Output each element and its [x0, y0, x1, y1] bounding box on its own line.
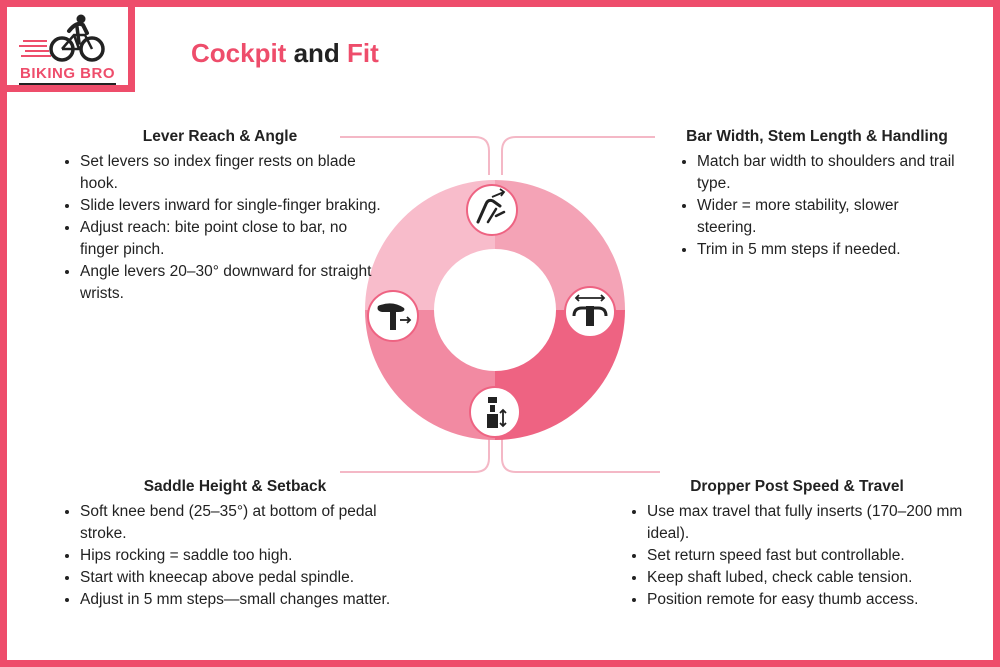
logo-text: BIKING BRO [20, 65, 115, 82]
ring-segment-saddle [365, 310, 495, 440]
logo: BIKING BRO [0, 0, 135, 92]
list-item: Use max travel that fully inserts (170–2… [647, 501, 972, 545]
list-item: Match bar width to shoulders and trail t… [697, 151, 962, 195]
section-bar-width: Bar Width, Stem Length & Handling Match … [672, 127, 962, 261]
section-lever-reach: Lever Reach & Angle Set levers so index … [55, 127, 385, 305]
list-item: Angle levers 20–30° downward for straigh… [80, 261, 385, 305]
bullet-list-saddle: Soft knee bend (25–35°) at bottom of ped… [55, 501, 415, 611]
saddle-setback-icon [367, 290, 419, 342]
logo-underline [19, 83, 116, 85]
bullet-list-dropper: Use max travel that fully inserts (170–2… [622, 501, 972, 611]
list-item: Set levers so index finger rests on blad… [80, 151, 385, 195]
list-item: Set return speed fast but controllable. [647, 545, 972, 567]
list-item: Start with kneecap above pedal spindle. [80, 567, 415, 589]
list-item: Adjust reach: bite point close to bar, n… [80, 217, 385, 261]
connector-bar [501, 136, 655, 175]
title-accent-fit: Fit [347, 38, 379, 68]
list-item: Trim in 5 mm steps if needed. [697, 239, 962, 261]
list-item: Position remote for easy thumb access. [647, 589, 972, 611]
list-item: Slide levers inward for single-finger br… [80, 195, 385, 217]
section-heading-dropper: Dropper Post Speed & Travel [690, 478, 904, 495]
dropper-post-icon [469, 386, 521, 438]
section-heading-lever: Lever Reach & Angle [142, 128, 298, 145]
section-dropper-post: Dropper Post Speed & Travel Use max trav… [622, 477, 972, 611]
ring-segment-lever [365, 180, 495, 310]
title-accent-cockpit: Cockpit [191, 38, 287, 68]
section-saddle-height: Saddle Height & Setback Soft knee bend (… [55, 477, 415, 611]
page-title: Cockpit and Fit [191, 38, 379, 69]
ring-segment-bar [495, 180, 625, 310]
list-item: Hips rocking = saddle too high. [80, 545, 415, 567]
connector-dropper [501, 435, 660, 473]
section-heading-saddle: Saddle Height & Setback [143, 478, 327, 495]
section-heading-bar: Bar Width, Stem Length & Handling [686, 128, 948, 145]
connector-saddle [340, 435, 490, 473]
cyclist-logo-icon [19, 14, 105, 62]
list-item: Keep shaft lubed, check cable tension. [647, 567, 972, 589]
list-item: Wider = more stability, slower steering. [697, 195, 962, 239]
title-connector: and [286, 38, 348, 68]
handlebar-width-icon [564, 286, 616, 338]
ring-segment-dropper [495, 310, 625, 440]
list-item: Adjust in 5 mm steps—small changes matte… [80, 589, 415, 611]
bullet-list-lever: Set levers so index finger rests on blad… [55, 151, 385, 305]
bullet-list-bar: Match bar width to shoulders and trail t… [672, 151, 962, 261]
list-item: Soft knee bend (25–35°) at bottom of ped… [80, 501, 415, 545]
brake-lever-icon [466, 184, 518, 236]
connector-lever [340, 136, 490, 175]
